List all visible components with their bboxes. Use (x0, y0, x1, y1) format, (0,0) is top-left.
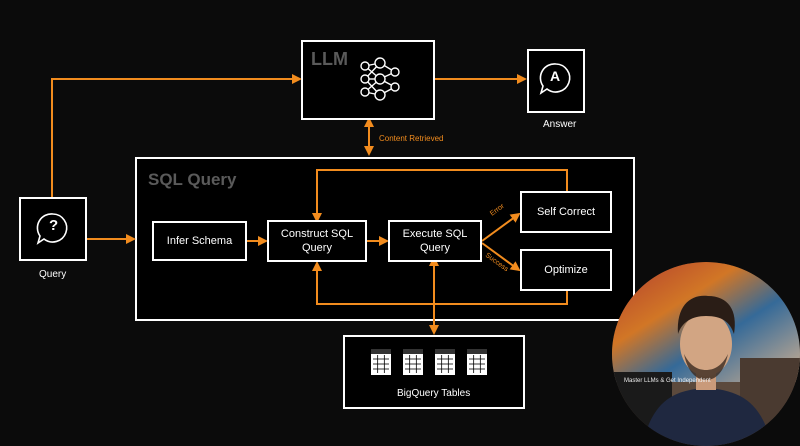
execute-sql-node: Execute SQL Query (388, 220, 482, 262)
sql-query-title: SQL Query (148, 170, 237, 189)
neural-network-icon (360, 57, 400, 101)
self-correct-node: Self Correct (520, 191, 612, 233)
answer-box (527, 49, 585, 113)
optimize-label: Optimize (544, 264, 588, 276)
infer-schema-node: Infer Schema (152, 221, 247, 261)
webcam-shirt-text: Master LLMs & Get Independent (624, 378, 711, 384)
query-box (19, 197, 87, 261)
answer-icon-glyph: A (550, 68, 561, 84)
construct-sql-node: Construct SQL Query (267, 220, 367, 262)
arrow-execute-to-selfcorrect (481, 212, 521, 242)
answer-label: Answer (543, 119, 577, 130)
arrow-optimize-loop (312, 261, 568, 305)
execute-sql-label-line1: Execute SQL (402, 228, 468, 240)
table-icon (403, 349, 423, 375)
query-label: Query (39, 269, 67, 280)
table-icon (467, 349, 487, 375)
infer-schema-label: Infer Schema (166, 235, 233, 247)
execute-sql-label-line2: Query (420, 242, 450, 254)
arrow-query-to-llm (51, 74, 302, 198)
query-icon-glyph: ? (49, 217, 59, 234)
speech-bubble-question-icon (36, 213, 68, 245)
table-icon (435, 349, 455, 375)
speech-bubble-a-icon (539, 63, 571, 95)
arrow-execute-to-optimize (481, 242, 521, 272)
bigquery-label: BigQuery Tables (397, 388, 471, 399)
self-correct-label: Self Correct (536, 206, 596, 218)
content-retrieved-label: Content Retrieved (379, 134, 444, 143)
presenter-webcam: Master LLMs & Get Independent (612, 262, 800, 446)
presenter-image (612, 262, 800, 446)
bigquery-table-icons (371, 349, 487, 375)
arrow-selfcorrect-loop (312, 169, 568, 223)
optimize-node: Optimize (520, 249, 612, 291)
llm-title: LLM (311, 49, 348, 69)
construct-sql-label-line1: Construct SQL (280, 228, 354, 240)
table-icon (371, 349, 391, 375)
construct-sql-label-line2: Query (302, 242, 332, 254)
